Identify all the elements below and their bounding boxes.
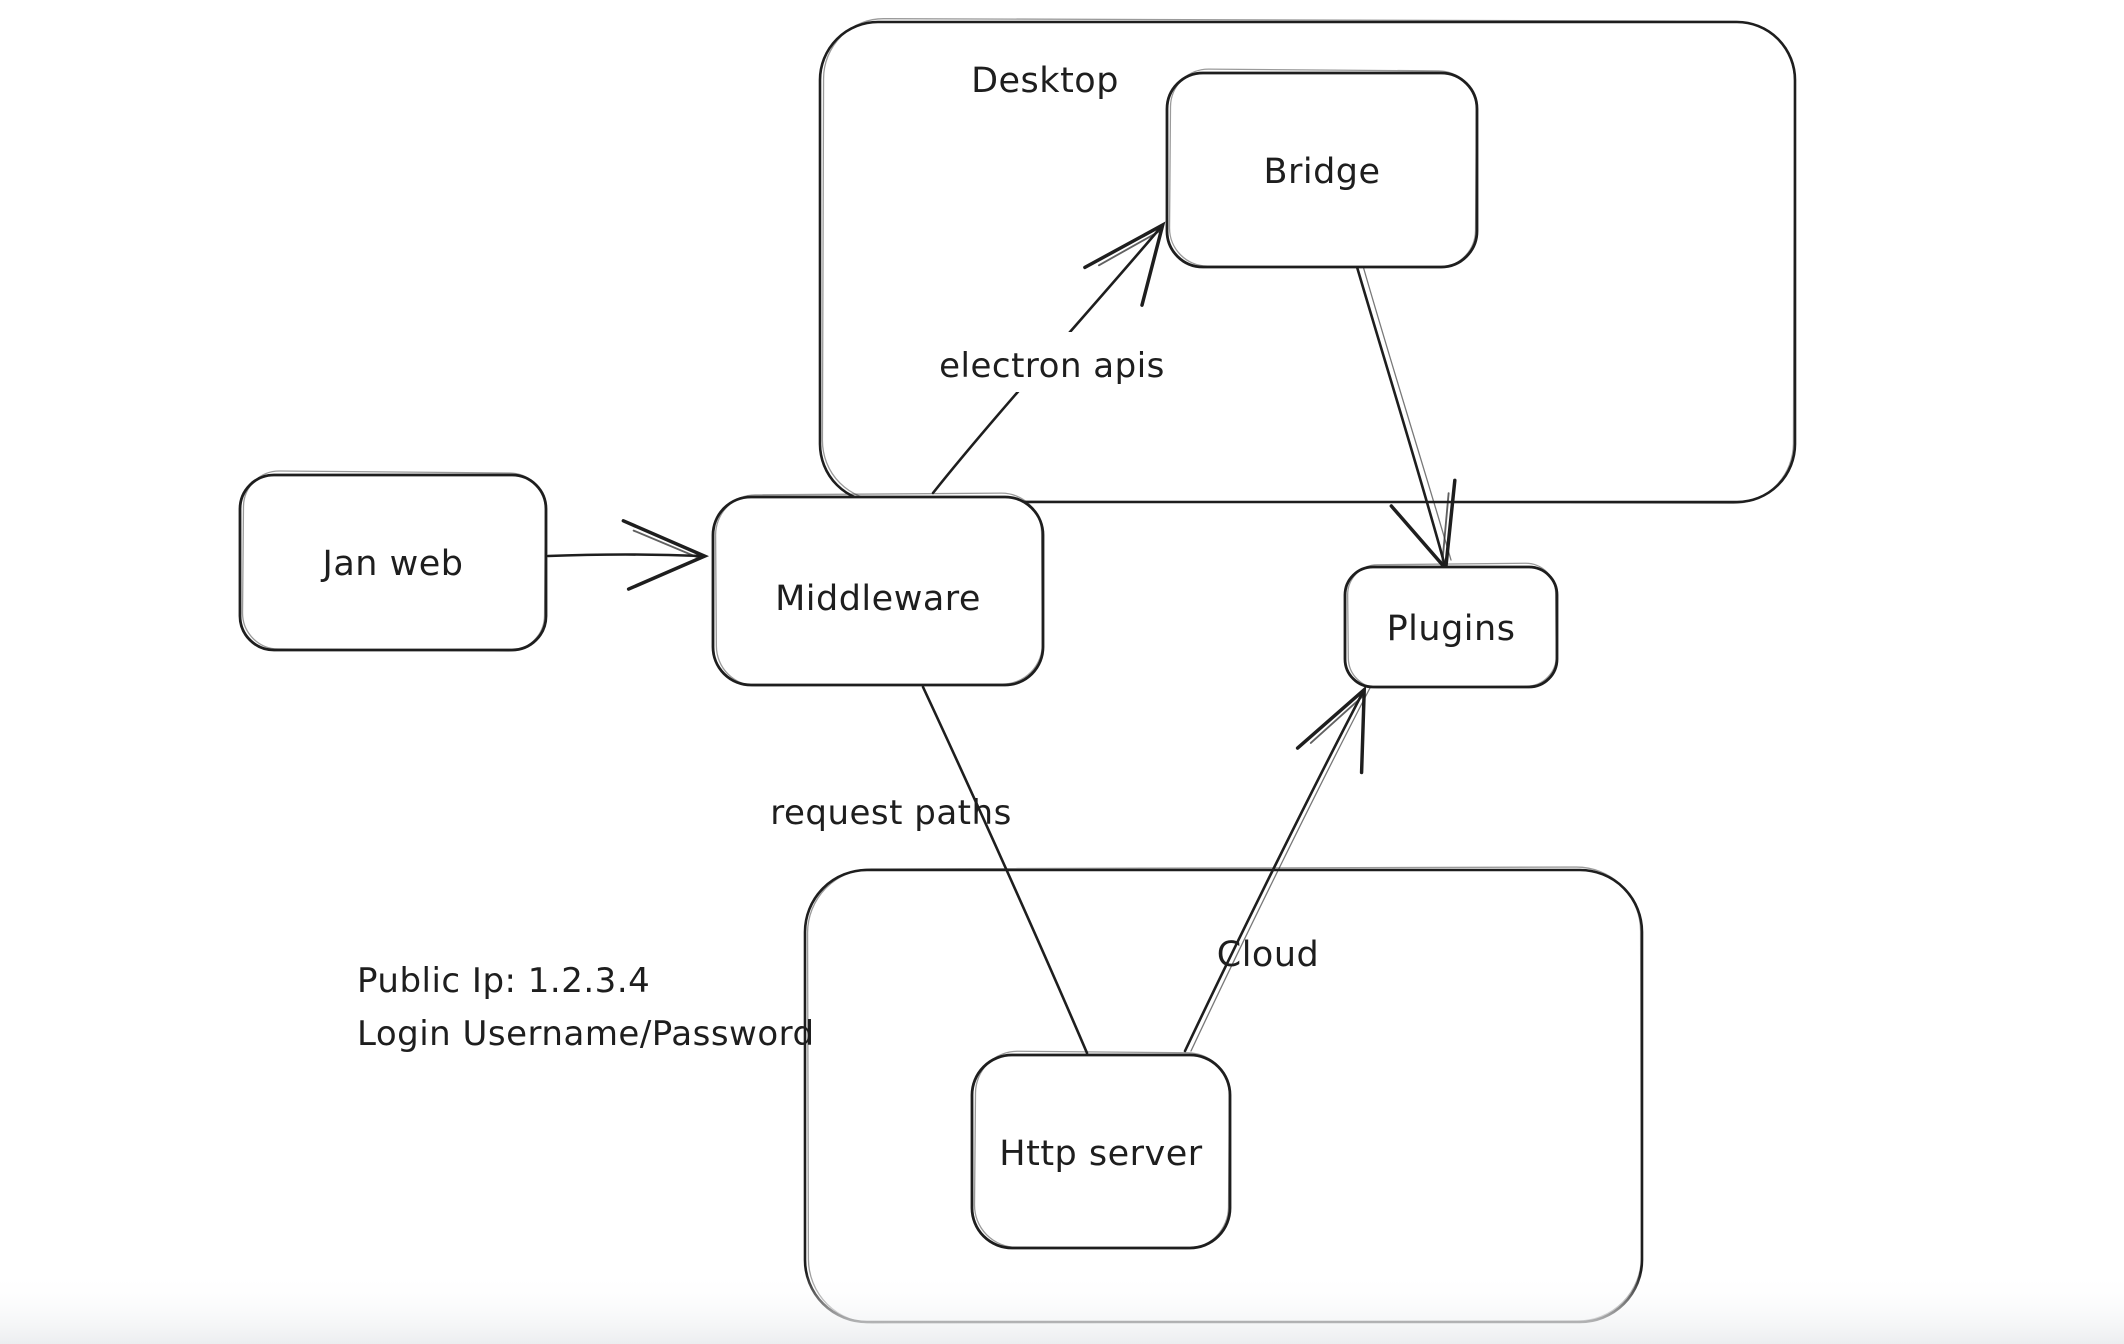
plugins-box	[1343, 565, 1559, 689]
edge-middleware-to-bridge[interactable]: electron apis	[918, 221, 1186, 495]
annotation-credentials[interactable]: Public Ip: 1.2.3.4 Login Username/Passwo…	[357, 961, 815, 1054]
edge-httpserver-to-plugins[interactable]	[1183, 685, 1372, 1053]
node-plugins[interactable]: Plugins	[1343, 562, 1559, 689]
annotation-line-public-ip: Public Ip: 1.2.3.4	[357, 961, 650, 1001]
jan-web-sketch-stroke	[241, 470, 547, 652]
jan-web-label: Jan web	[321, 544, 464, 584]
bridge-label: Bridge	[1263, 152, 1380, 192]
node-middleware[interactable]: Middleware	[711, 492, 1045, 687]
window-bottom-edge-shading	[0, 1272, 2124, 1344]
cloud-container-label: Cloud	[1217, 935, 1319, 975]
http-server-label: Http server	[999, 1134, 1203, 1174]
middleware-box	[711, 495, 1045, 687]
container-desktop[interactable]: Desktop	[818, 18, 1797, 504]
edge-janweb-to-middleware[interactable]	[546, 519, 710, 591]
desktop-container-outline	[818, 20, 1797, 504]
bridge-sketch-stroke	[1168, 68, 1478, 269]
edge-label-electron-apis: electron apis	[939, 346, 1165, 386]
edge-middleware-to-httpserver[interactable]: request paths	[770, 685, 1089, 1055]
node-jan-web[interactable]: Jan web	[238, 470, 548, 652]
middleware-sketch-stroke	[714, 492, 1044, 687]
http-server-box	[970, 1053, 1232, 1250]
desktop-container-label: Desktop	[971, 61, 1119, 101]
plugins-sketch-stroke	[1347, 562, 1557, 689]
edge-label-background	[918, 332, 1186, 392]
desktop-container-sketch-stroke	[821, 18, 1796, 504]
http-server-sketch-stroke	[973, 1050, 1231, 1250]
jan-web-box	[238, 473, 548, 652]
node-bridge[interactable]: Bridge	[1165, 68, 1479, 269]
bridge-box	[1165, 71, 1479, 269]
edge-label-request-paths: request paths	[770, 793, 1012, 833]
edge-line	[1183, 685, 1367, 1053]
middleware-label: Middleware	[775, 579, 981, 619]
edge-sketch-stroke	[1362, 265, 1452, 561]
edge-line	[1355, 265, 1457, 573]
node-http-server[interactable]: Http server	[970, 1050, 1232, 1250]
plugins-label: Plugins	[1387, 609, 1516, 649]
annotation-line-login: Login Username/Password	[357, 1014, 815, 1054]
edge-line	[921, 685, 1089, 1055]
edge-bridge-to-plugins[interactable]	[1355, 265, 1457, 573]
edge-line	[546, 519, 710, 591]
